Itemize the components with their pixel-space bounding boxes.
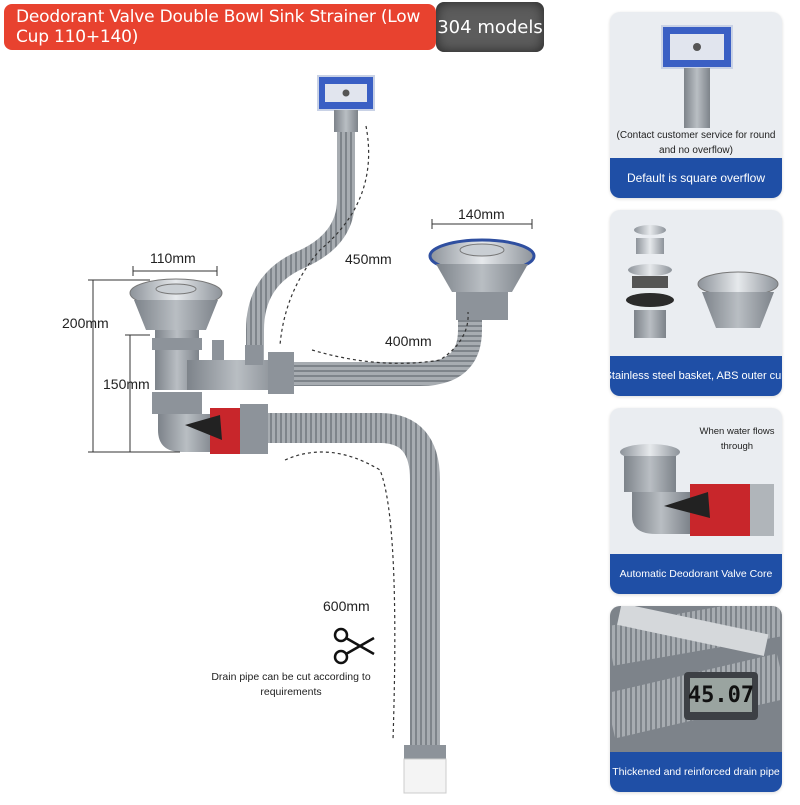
sink-strainer-diagram: 110mm 140mm 450mm 400mm 200mm 150mm 600m… (0, 56, 600, 800)
overflow-hose (246, 132, 355, 360)
panel-drain-pipe: 45.07 Thickened and reinforced drain pip… (610, 606, 782, 792)
overflow-caption: Default is square overflow (610, 158, 782, 198)
drain-pipe-caption: Thickened and reinforced drain pipe (610, 752, 782, 792)
strainer-illustration (88, 75, 536, 794)
caliper-readout: 45.07 (687, 682, 755, 708)
product-title: Deodorant Valve Double Bowl Sink Straine… (4, 4, 436, 50)
overflow-note: (Contact customer service for round and … (616, 130, 776, 156)
cup-height: 150mm (103, 376, 150, 392)
panel-valve: When water flows through Automatic Deodo… (610, 408, 782, 594)
drain-pipe (268, 413, 440, 745)
basket-caption: Stainless steel basket, ABS outer cup (610, 356, 782, 396)
panel-basket: Stainless steel basket, ABS outer cup (610, 210, 782, 396)
large-bowl-width: 140mm (458, 206, 505, 222)
small-bowl-strainer (129, 278, 242, 454)
dimension-lines (88, 219, 533, 453)
total-height: 200mm (62, 315, 109, 331)
connector-pipe-length: 400mm (385, 333, 432, 349)
cut-note: Drain pipe can be cut according to requi… (196, 670, 386, 700)
valve-caption: Automatic Deodorant Valve Core (610, 554, 782, 594)
large-bowl-strainer (428, 238, 536, 320)
overflow-hose-length: 450mm (345, 251, 392, 267)
scissors-icon (333, 627, 375, 665)
panel-overflow: (Contact customer service for round and … (610, 12, 782, 198)
model-badge: 304 models (436, 2, 544, 52)
valve-note: When water flows through (699, 426, 775, 452)
small-bowl-width: 110mm (150, 250, 196, 266)
connector-pipe (294, 305, 482, 386)
drain-pipe-length: 600mm (323, 598, 370, 614)
